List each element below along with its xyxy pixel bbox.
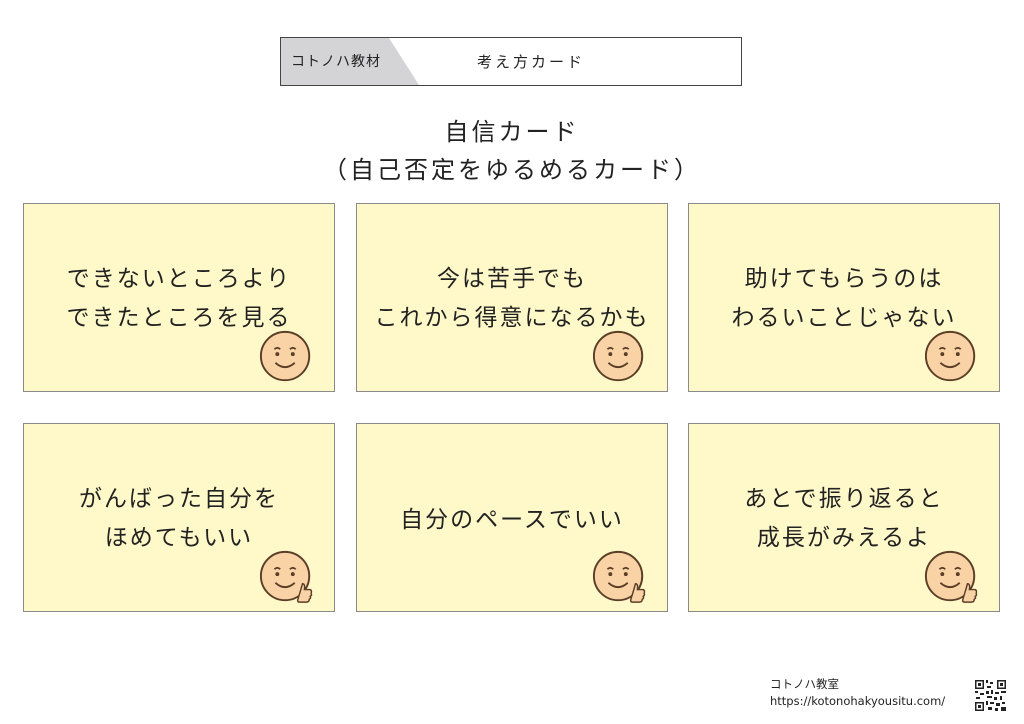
card-line: これから得意になるかも <box>374 305 650 331</box>
card: がんばった自分をほめてもいい <box>23 423 335 612</box>
material-header: コトノハ教材 考え方カード <box>280 37 742 86</box>
smiley-thumbs-up-icon <box>924 550 978 603</box>
page-subtitle: （自己否定をゆるめるカード） <box>323 156 701 184</box>
card-line: 自分のペースでいい <box>400 507 624 533</box>
qr-code-icon <box>974 679 1007 712</box>
footer-name: コトノハ教室 <box>770 677 839 691</box>
page-title: 自信カード <box>444 118 580 146</box>
material-tag: コトノハ教材 <box>281 38 419 85</box>
card-line: できたところを見る <box>66 305 292 331</box>
card: 自分のペースでいい <box>356 423 668 612</box>
card: できないところよりできたところを見る <box>23 203 335 392</box>
card: 助けてもらうのはわるいことじゃない <box>688 203 1000 392</box>
card: あとで振り返ると成長がみえるよ <box>688 423 1000 612</box>
card: 今は苦手でもこれから得意になるかも <box>356 203 668 392</box>
card-line: できないところより <box>66 266 292 292</box>
footer-url[interactable]: https://kotonohakyousitu.com/ <box>770 694 946 708</box>
header-subtitle: 考え方カード <box>476 53 585 71</box>
footer: コトノハ教室 https://kotonohakyousitu.com/ <box>770 676 945 710</box>
smiley-thumbs-up-icon <box>259 550 313 603</box>
card-line: わるいことじゃない <box>731 305 957 331</box>
card-line: 助けてもらうのは <box>744 266 944 292</box>
smiley-face-icon <box>592 330 644 382</box>
card-line: がんばった自分を <box>79 486 279 512</box>
card-line: ほめてもいい <box>104 525 254 551</box>
material-tag-label: コトノハ教材 <box>291 54 381 70</box>
card-line: 今は苦手でも <box>437 266 587 292</box>
smiley-face-icon <box>259 330 311 382</box>
card-line: あとで振り返ると <box>744 486 944 512</box>
card-line: 成長がみえるよ <box>756 525 932 551</box>
smiley-face-icon <box>924 330 976 382</box>
smiley-thumbs-up-icon <box>592 550 646 603</box>
